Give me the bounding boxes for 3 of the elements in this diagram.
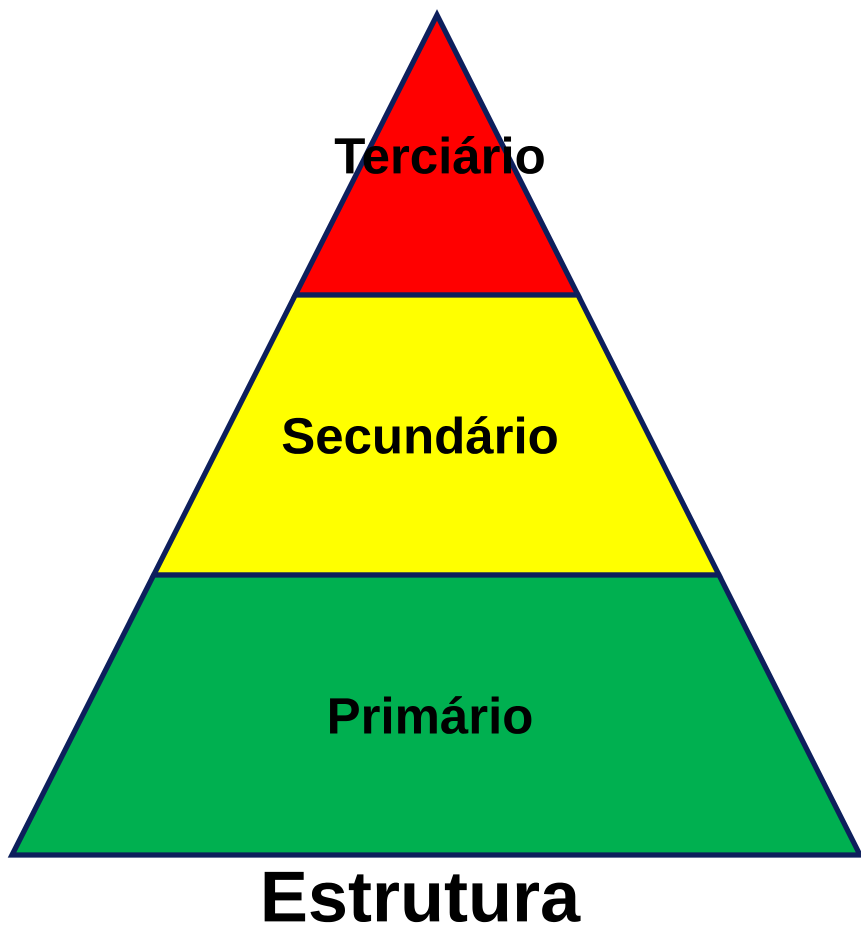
pyramid-tier: Secundário (149, 292, 724, 578)
pyramid-tier: Primário (8, 572, 861, 858)
caption: Estrutura (264, 872, 581, 922)
